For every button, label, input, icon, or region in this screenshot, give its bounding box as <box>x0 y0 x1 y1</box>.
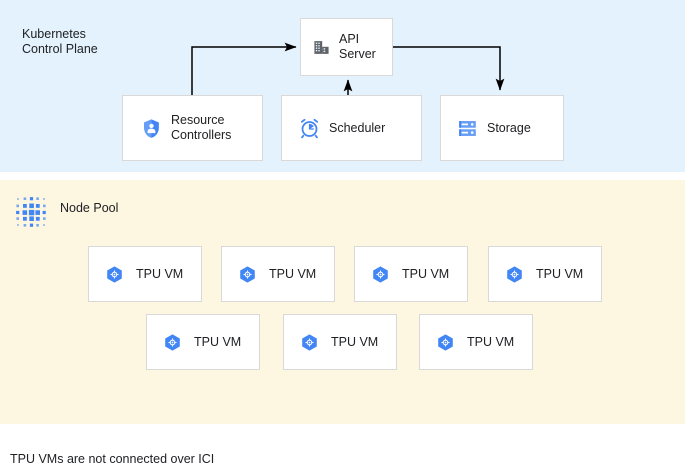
node-tpu-vm-4[interactable]: TPU VM <box>488 246 602 302</box>
node-scheduler[interactable]: Scheduler <box>281 95 422 161</box>
tpu-hexagon-icon <box>436 333 455 352</box>
node-resource-controllers-label: Resource Controllers <box>171 113 232 142</box>
node-storage[interactable]: Storage <box>440 95 564 161</box>
node-tpu-vm-1-label: TPU VM <box>136 266 184 281</box>
shield-person-icon <box>141 118 162 139</box>
tpu-hexagon-icon <box>238 265 257 284</box>
alarm-clock-icon <box>299 118 320 139</box>
node-tpu-vm-2-label: TPU VM <box>269 266 317 281</box>
node-tpu-vm-6-label: TPU VM <box>331 334 379 349</box>
node-resource-controllers[interactable]: Resource Controllers <box>122 95 263 161</box>
server-rack-icon <box>457 118 478 139</box>
node-tpu-vm-7-label: TPU VM <box>467 334 515 349</box>
node-tpu-vm-5[interactable]: TPU VM <box>146 314 260 370</box>
building-icon <box>313 39 330 56</box>
tpu-hexagon-icon <box>300 333 319 352</box>
node-pool-panel <box>0 180 685 424</box>
node-tpu-vm-2[interactable]: TPU VM <box>221 246 335 302</box>
node-tpu-vm-3-label: TPU VM <box>402 266 450 281</box>
control-plane-title: Kubernetes Control Plane <box>22 27 98 56</box>
node-tpu-vm-3[interactable]: TPU VM <box>354 246 468 302</box>
node-pool-title: Node Pool <box>60 201 119 215</box>
tpu-hexagon-icon <box>105 265 124 284</box>
tpu-hexagon-icon <box>505 265 524 284</box>
node-storage-label: Storage <box>487 120 531 135</box>
tpu-hexagon-icon <box>371 265 390 284</box>
diagram-caption: TPU VMs are not connected over ICI <box>10 452 215 466</box>
node-tpu-vm-5-label: TPU VM <box>194 334 242 349</box>
node-tpu-vm-7[interactable]: TPU VM <box>419 314 533 370</box>
tpu-hexagon-icon <box>163 333 182 352</box>
node-tpu-vm-1[interactable]: TPU VM <box>88 246 202 302</box>
node-tpu-vm-6[interactable]: TPU VM <box>283 314 397 370</box>
node-api-server-label: API Server <box>339 32 376 61</box>
node-api-server[interactable]: API Server <box>300 18 393 76</box>
dot-grid-icon <box>16 197 46 227</box>
node-tpu-vm-4-label: TPU VM <box>536 266 584 281</box>
node-scheduler-label: Scheduler <box>329 120 386 135</box>
